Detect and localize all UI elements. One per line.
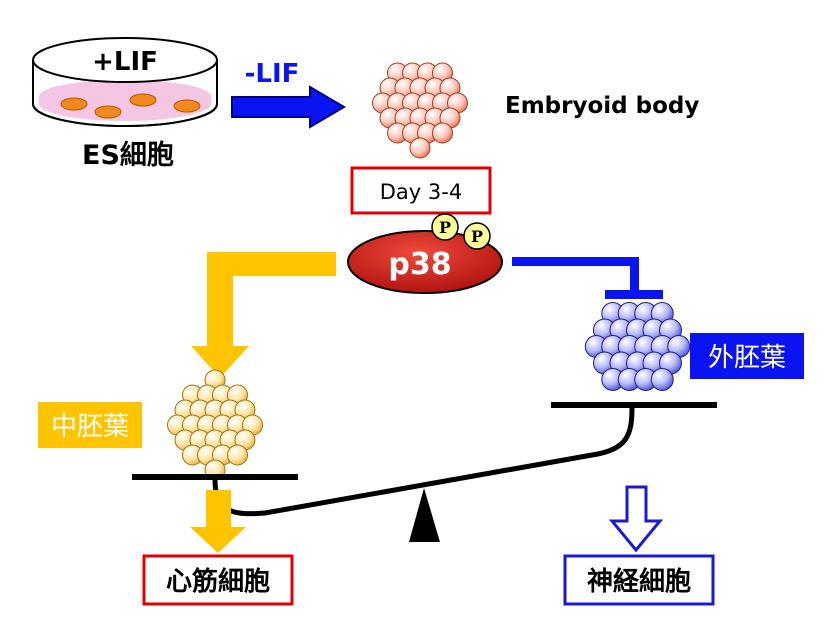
phospho-circle-1	[431, 213, 459, 241]
dish-label: +LIF	[92, 47, 158, 77]
cardiomyocyte-box	[142, 554, 294, 606]
cardiomyocyte-arrow	[190, 490, 246, 553]
cardiomyocyte-label: 心筋細胞	[166, 566, 270, 597]
minus-lif-label: -LIF	[245, 59, 300, 89]
ectoderm-cell-mass-icon	[584, 302, 691, 391]
minus-lif-arrow	[231, 85, 346, 129]
cell-sphere	[432, 122, 453, 144]
es-colony	[60, 97, 88, 111]
es-colony	[173, 99, 201, 113]
phospho-label-1: P	[439, 218, 451, 237]
embryoid-body-icon	[372, 62, 468, 159]
day-box	[350, 166, 492, 215]
ectoderm-label: 外胚葉	[708, 343, 786, 373]
day-label: Day 3-4	[380, 180, 462, 204]
neuron-label: 神経細胞	[587, 566, 691, 597]
neuron-box	[563, 554, 715, 606]
embryoid-body-label: Embryoid body	[505, 93, 699, 119]
ectoderm-label-box	[690, 333, 804, 379]
p38-label: p38	[388, 247, 451, 282]
neuron-arrow	[608, 485, 664, 553]
phospho-circle-2	[463, 222, 491, 250]
petri-dish-icon	[32, 37, 218, 127]
phospho-label-2: P	[471, 227, 483, 246]
es-colony	[129, 93, 157, 107]
cell-sphere	[227, 444, 248, 466]
es-colony	[94, 105, 122, 119]
cell-sphere	[409, 137, 431, 159]
cell-sphere	[650, 368, 674, 391]
mesoderm-label-box	[38, 402, 142, 448]
ectoderm-inhibition-line	[512, 257, 663, 299]
p38-kinase	[347, 230, 503, 294]
mesoderm-cell-mass-icon	[167, 369, 263, 481]
mesoderm-pathway-arrow	[191, 252, 336, 378]
es-cell-label: ES細胞	[82, 140, 174, 171]
mesoderm-label: 中胚葉	[51, 412, 129, 442]
